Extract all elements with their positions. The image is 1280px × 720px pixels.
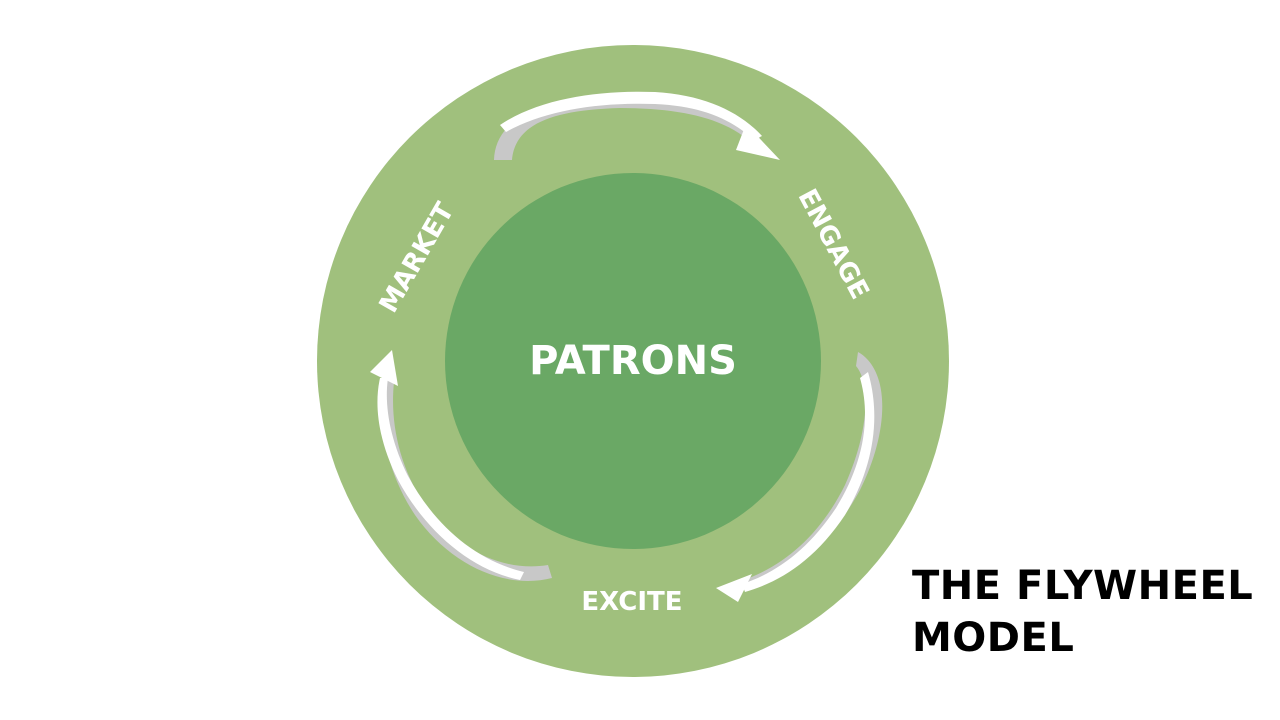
arrow-body (377, 378, 524, 580)
slide-title-line-1: THE FLYWHEEL (912, 563, 1254, 609)
slide-title: THE FLYWHEEL MODEL (912, 560, 1272, 664)
arrow-body (500, 91, 762, 140)
arrow-head (736, 124, 780, 160)
arrow-body (742, 372, 875, 592)
arrow-head (370, 350, 398, 386)
inner-circle (445, 173, 821, 549)
cycle-arrow-left (370, 350, 552, 581)
slide-title-line-2: MODEL (912, 615, 1075, 661)
arrow-head (716, 574, 752, 602)
cycle-arrow-top (494, 91, 780, 160)
center-label: PATRONS (529, 338, 737, 384)
stage-label-excite: EXCITE (581, 587, 682, 617)
cycle-arrow-right (716, 352, 883, 602)
